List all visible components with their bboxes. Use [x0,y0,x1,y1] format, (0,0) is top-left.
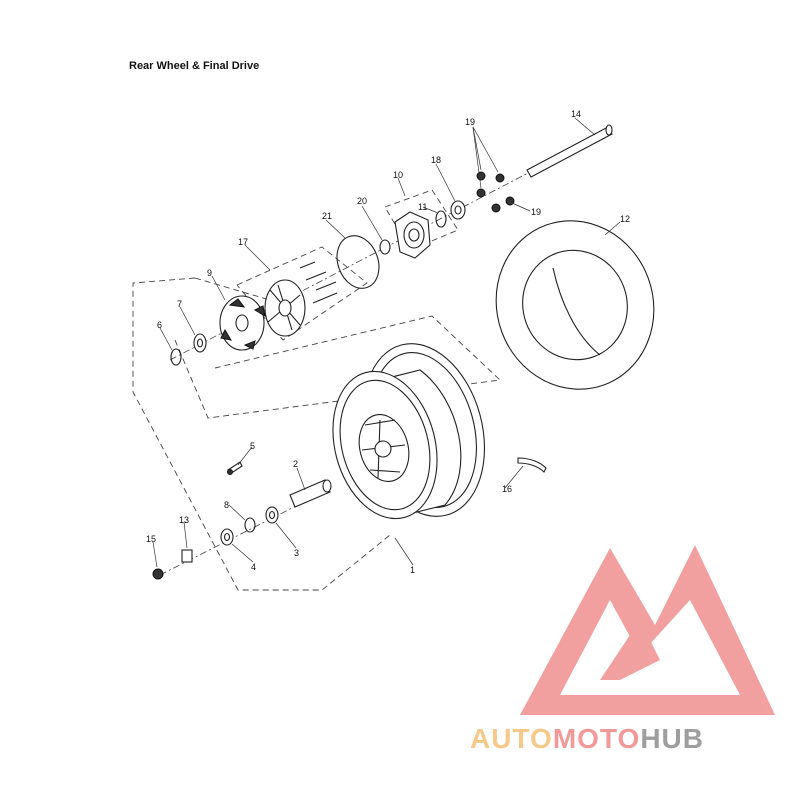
callout-21: 21 [322,211,332,221]
watermark-text: AUTOMOTOHUB [470,723,704,754]
spacer-18-bore [454,205,462,215]
callout-20: 20 [357,196,367,206]
leader-lines [152,117,621,568]
callout-9: 9 [207,268,212,278]
snap-ring-21 [336,235,380,289]
watermark-auto: AUTO [470,723,553,754]
callout-19-right: 19 [531,207,541,217]
chain-adjuster-16 [517,457,547,473]
bearing-7-bore [196,338,204,348]
spacer-tube-2 [289,479,332,508]
callout-7: 7 [177,299,182,309]
bearing-4 [220,528,234,546]
watermark-moto: MOTO [553,723,640,754]
callout-18: 18 [431,155,441,165]
spacer-18 [450,200,466,220]
callout-17: 17 [238,237,248,247]
page-title: Rear Wheel & Final Drive [129,60,260,72]
bearing-4-bore [223,532,231,542]
cushion-hub-17 [264,279,306,337]
nuts-19 [476,171,515,213]
sprocket-carrier-10 [394,211,431,259]
callout-12: 12 [620,214,630,224]
callout-8: 8 [224,500,229,510]
seal-6 [170,348,182,366]
rear-axle [526,124,613,178]
callout-6: 6 [157,320,162,330]
cushion-rubber-9 [219,295,266,351]
collar-13 [181,549,193,563]
callout-19-top: 19 [465,117,475,127]
bearing-3-bore [268,510,276,520]
bearing-7 [193,333,207,353]
o-ring-11 [435,210,447,228]
valve-5 [227,461,243,475]
callout-16: 16 [502,484,512,494]
callout-3: 3 [294,548,299,558]
callout-4: 4 [251,562,256,572]
watermark-hub: HUB [640,723,704,754]
axis-lines [159,171,531,576]
seal-8 [244,517,256,533]
callout-14: 14 [571,109,581,119]
nut-15 [152,568,164,580]
callout-1: 1 [410,565,415,575]
callout-2: 2 [293,459,298,469]
callout-5: 5 [250,441,255,451]
callout-15: 15 [146,534,156,544]
bearing-3 [265,506,279,524]
bearing-20 [379,239,391,255]
cushion-pins-17 [299,261,338,304]
callout-10: 10 [393,170,403,180]
watermark-logo [520,545,775,715]
rear-tire [495,220,655,390]
assembly-boundaries [132,189,502,591]
rear-wheel-rim [332,343,486,520]
callout-labels: 1 2 3 4 5 6 7 8 9 10 11 12 13 14 15 16 1… [146,109,630,575]
callout-11: 11 [418,202,427,212]
callout-13: 13 [179,515,189,525]
